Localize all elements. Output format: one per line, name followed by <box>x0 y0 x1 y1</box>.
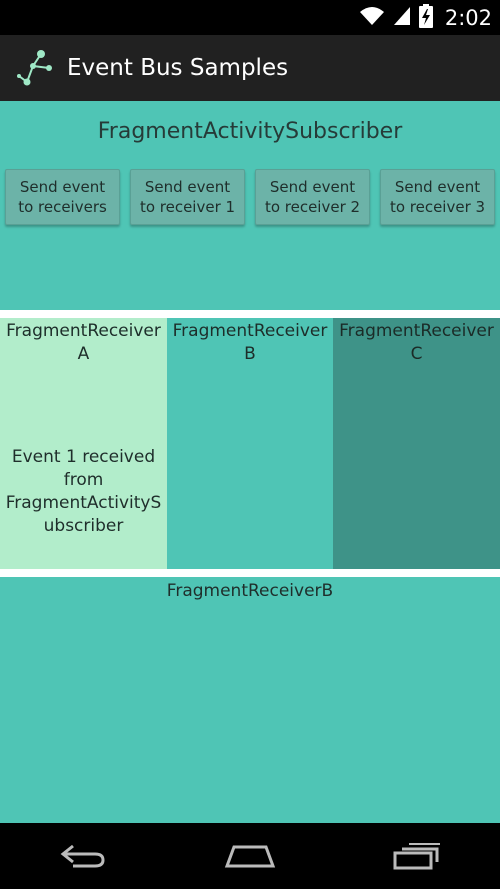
receivers-row: FragmentReceiver A Event 1 received from… <box>0 318 500 569</box>
recents-icon[interactable] <box>387 836 447 876</box>
fragment-receiver-b: FragmentReceiver B <box>167 318 333 569</box>
send-event-to-receivers-button[interactable]: Send event to receivers <box>5 169 120 225</box>
back-icon[interactable] <box>53 836 113 876</box>
signal-icon <box>393 6 411 30</box>
navigation-bar <box>0 823 500 889</box>
receiver-a-message: Event 1 received from FragmentActivityS … <box>5 447 162 536</box>
divider <box>0 569 500 577</box>
action-bar: Event Bus Samples <box>0 35 500 101</box>
send-event-to-receiver-2-button[interactable]: Send event to receiver 2 <box>255 169 370 225</box>
battery-charging-icon <box>418 3 433 32</box>
send-event-to-receiver-1-button[interactable]: Send event to receiver 1 <box>130 169 245 225</box>
receiver-a-title: FragmentReceiver A <box>6 321 161 364</box>
subscriber-fragment: FragmentActivitySubscriber Send event to… <box>0 101 500 310</box>
send-event-to-receiver-3-button[interactable]: Send event to receiver 3 <box>380 169 495 225</box>
divider <box>0 310 500 318</box>
app-title: Event Bus Samples <box>67 55 289 81</box>
status-time: 2:02 <box>444 5 492 30</box>
bottom-title: FragmentReceiverB <box>166 581 334 601</box>
event-bus-logo-icon[interactable] <box>17 48 53 88</box>
subscriber-title: FragmentActivitySubscriber <box>97 119 403 144</box>
fragment-receiver-b-bottom: FragmentReceiverB <box>0 577 500 823</box>
fragment-receiver-a: FragmentReceiver A Event 1 received from… <box>0 318 167 569</box>
receiver-c-title: FragmentReceiver C <box>339 321 494 364</box>
status-bar: 2:02 <box>0 0 500 35</box>
wifi-icon <box>359 6 385 30</box>
fragment-receiver-c: FragmentReceiver C <box>333 318 500 569</box>
receiver-b-title: FragmentReceiver B <box>172 321 328 364</box>
home-icon[interactable] <box>220 836 280 876</box>
